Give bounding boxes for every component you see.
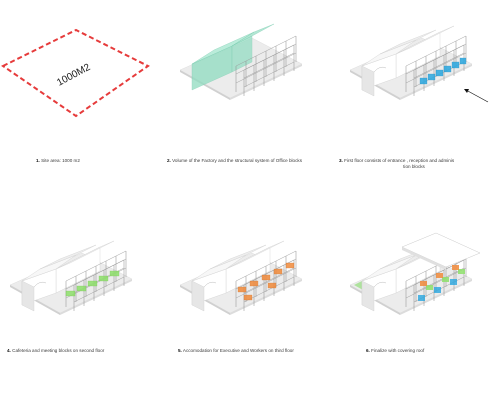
panel-6-final: [349, 232, 481, 316]
step-number: 1.: [36, 158, 40, 163]
step-caption: Finalize with covering roof: [371, 348, 425, 353]
step-number: 3.: [339, 158, 343, 163]
caption-step-6: 6. Finalize with covering roof: [366, 348, 424, 354]
panel-5-third-floor: [179, 240, 303, 316]
step-number: 5.: [178, 348, 182, 353]
panel-1-site-area: 1000M2: [1, 28, 150, 118]
step-number: 2.: [167, 158, 171, 163]
site-boundary: [1, 28, 150, 118]
step-number: 6.: [366, 348, 370, 353]
step-caption: Cafeteria and meeting blocks on second f…: [12, 348, 105, 353]
step-caption-line2: tion blocks: [403, 163, 425, 169]
caption-step-5: 5. Accomodation for Executive and Worker…: [178, 348, 294, 354]
arrow-line: [465, 89, 489, 103]
panel-2-volume: [179, 23, 303, 101]
caption-step-2: 2. Volume of the Factory and the structu…: [167, 158, 302, 164]
covering-roof: [401, 232, 481, 268]
step-caption: Site area: 1000 m2: [41, 158, 80, 163]
step-caption: First floor consists of entrance , recep…: [344, 158, 455, 163]
caption-step-1: 1. Site area: 1000 m2: [36, 158, 80, 164]
caption-step-4: 4. Cafeteria and meeting blocks on secon…: [7, 348, 104, 354]
step-caption: Volume of the Factory and the structural…: [172, 158, 302, 163]
panel-3-first-floor: [349, 25, 489, 103]
panel-4-second-floor: [9, 240, 133, 316]
site-area-label: 1000M2: [55, 62, 92, 89]
step-number: 4.: [7, 348, 11, 353]
arrow-head-icon: [464, 89, 469, 93]
caption-step-3: 3. First floor consists of entrance , re…: [339, 158, 489, 169]
step-caption: Accomodation for Executive and Workers o…: [182, 348, 294, 353]
